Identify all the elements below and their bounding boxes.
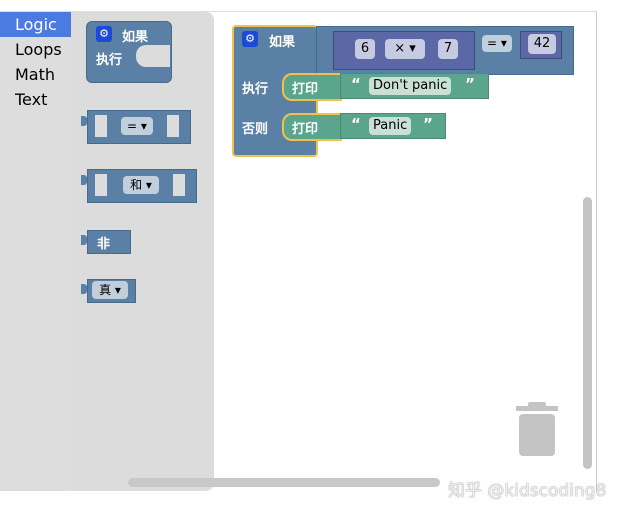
close-quote-icon: ” (465, 75, 475, 93)
vertical-scrollbar[interactable] (583, 197, 592, 469)
string-block-1[interactable]: “ Don't panic ” (340, 73, 489, 99)
not-label: 非 (97, 237, 111, 252)
toolbox: Logic Loops Math Text (0, 12, 71, 491)
else-label: 否则 (242, 122, 269, 137)
print-label: 打印 (292, 122, 319, 137)
number-value[interactable]: 42 (528, 34, 556, 54)
if-label: 如果 (122, 30, 149, 45)
logic-op-dropdown[interactable]: 和 ▾ (123, 176, 159, 194)
print-label: 打印 (292, 82, 319, 97)
open-quote-icon: “ (351, 115, 361, 133)
number-b[interactable]: 7 (438, 39, 458, 59)
horizontal-scrollbar[interactable] (128, 478, 440, 487)
category-math[interactable]: Math (15, 65, 56, 84)
string-value[interactable]: Panic (369, 117, 412, 135)
boolean-dropdown[interactable]: 真 ▾ (92, 281, 128, 299)
trash-icon[interactable] (516, 402, 558, 460)
arith-op-dropdown[interactable]: × ▾ (385, 39, 425, 59)
do-label: 执行 (96, 53, 123, 68)
workspace-frame (0, 11, 597, 492)
if-label: 如果 (269, 35, 296, 50)
number-a[interactable]: 6 (355, 39, 375, 59)
flyout-not-block[interactable]: 非 (79, 230, 131, 254)
string-value[interactable]: Don't panic (369, 77, 452, 95)
flyout: ⚙ 如果 执行 = ▾ 和 ▾ 非 真 ▾ (71, 12, 214, 491)
open-quote-icon: “ (351, 75, 361, 93)
category-text[interactable]: Text (15, 90, 48, 109)
string-block-2[interactable]: “ Panic ” (340, 113, 446, 139)
gear-icon[interactable]: ⚙ (242, 31, 258, 47)
category-loops[interactable]: Loops (15, 40, 62, 59)
compare-op-dropdown[interactable]: = ▾ (121, 117, 153, 135)
compare-op-dropdown[interactable]: = ▾ (482, 35, 512, 52)
flyout-logic-op-block[interactable]: 和 ▾ (79, 169, 197, 203)
flyout-boolean-block[interactable]: 真 ▾ (79, 279, 137, 303)
category-logic[interactable]: Logic (0, 12, 71, 37)
watermark: 知乎 @kidscoding8 (448, 481, 607, 501)
flyout-if-block[interactable]: ⚙ 如果 执行 (86, 21, 172, 83)
flyout-compare-block[interactable]: = ▾ (79, 110, 191, 144)
gear-icon[interactable]: ⚙ (96, 26, 112, 42)
close-quote-icon: ” (423, 115, 433, 133)
do-label: 执行 (242, 82, 269, 97)
